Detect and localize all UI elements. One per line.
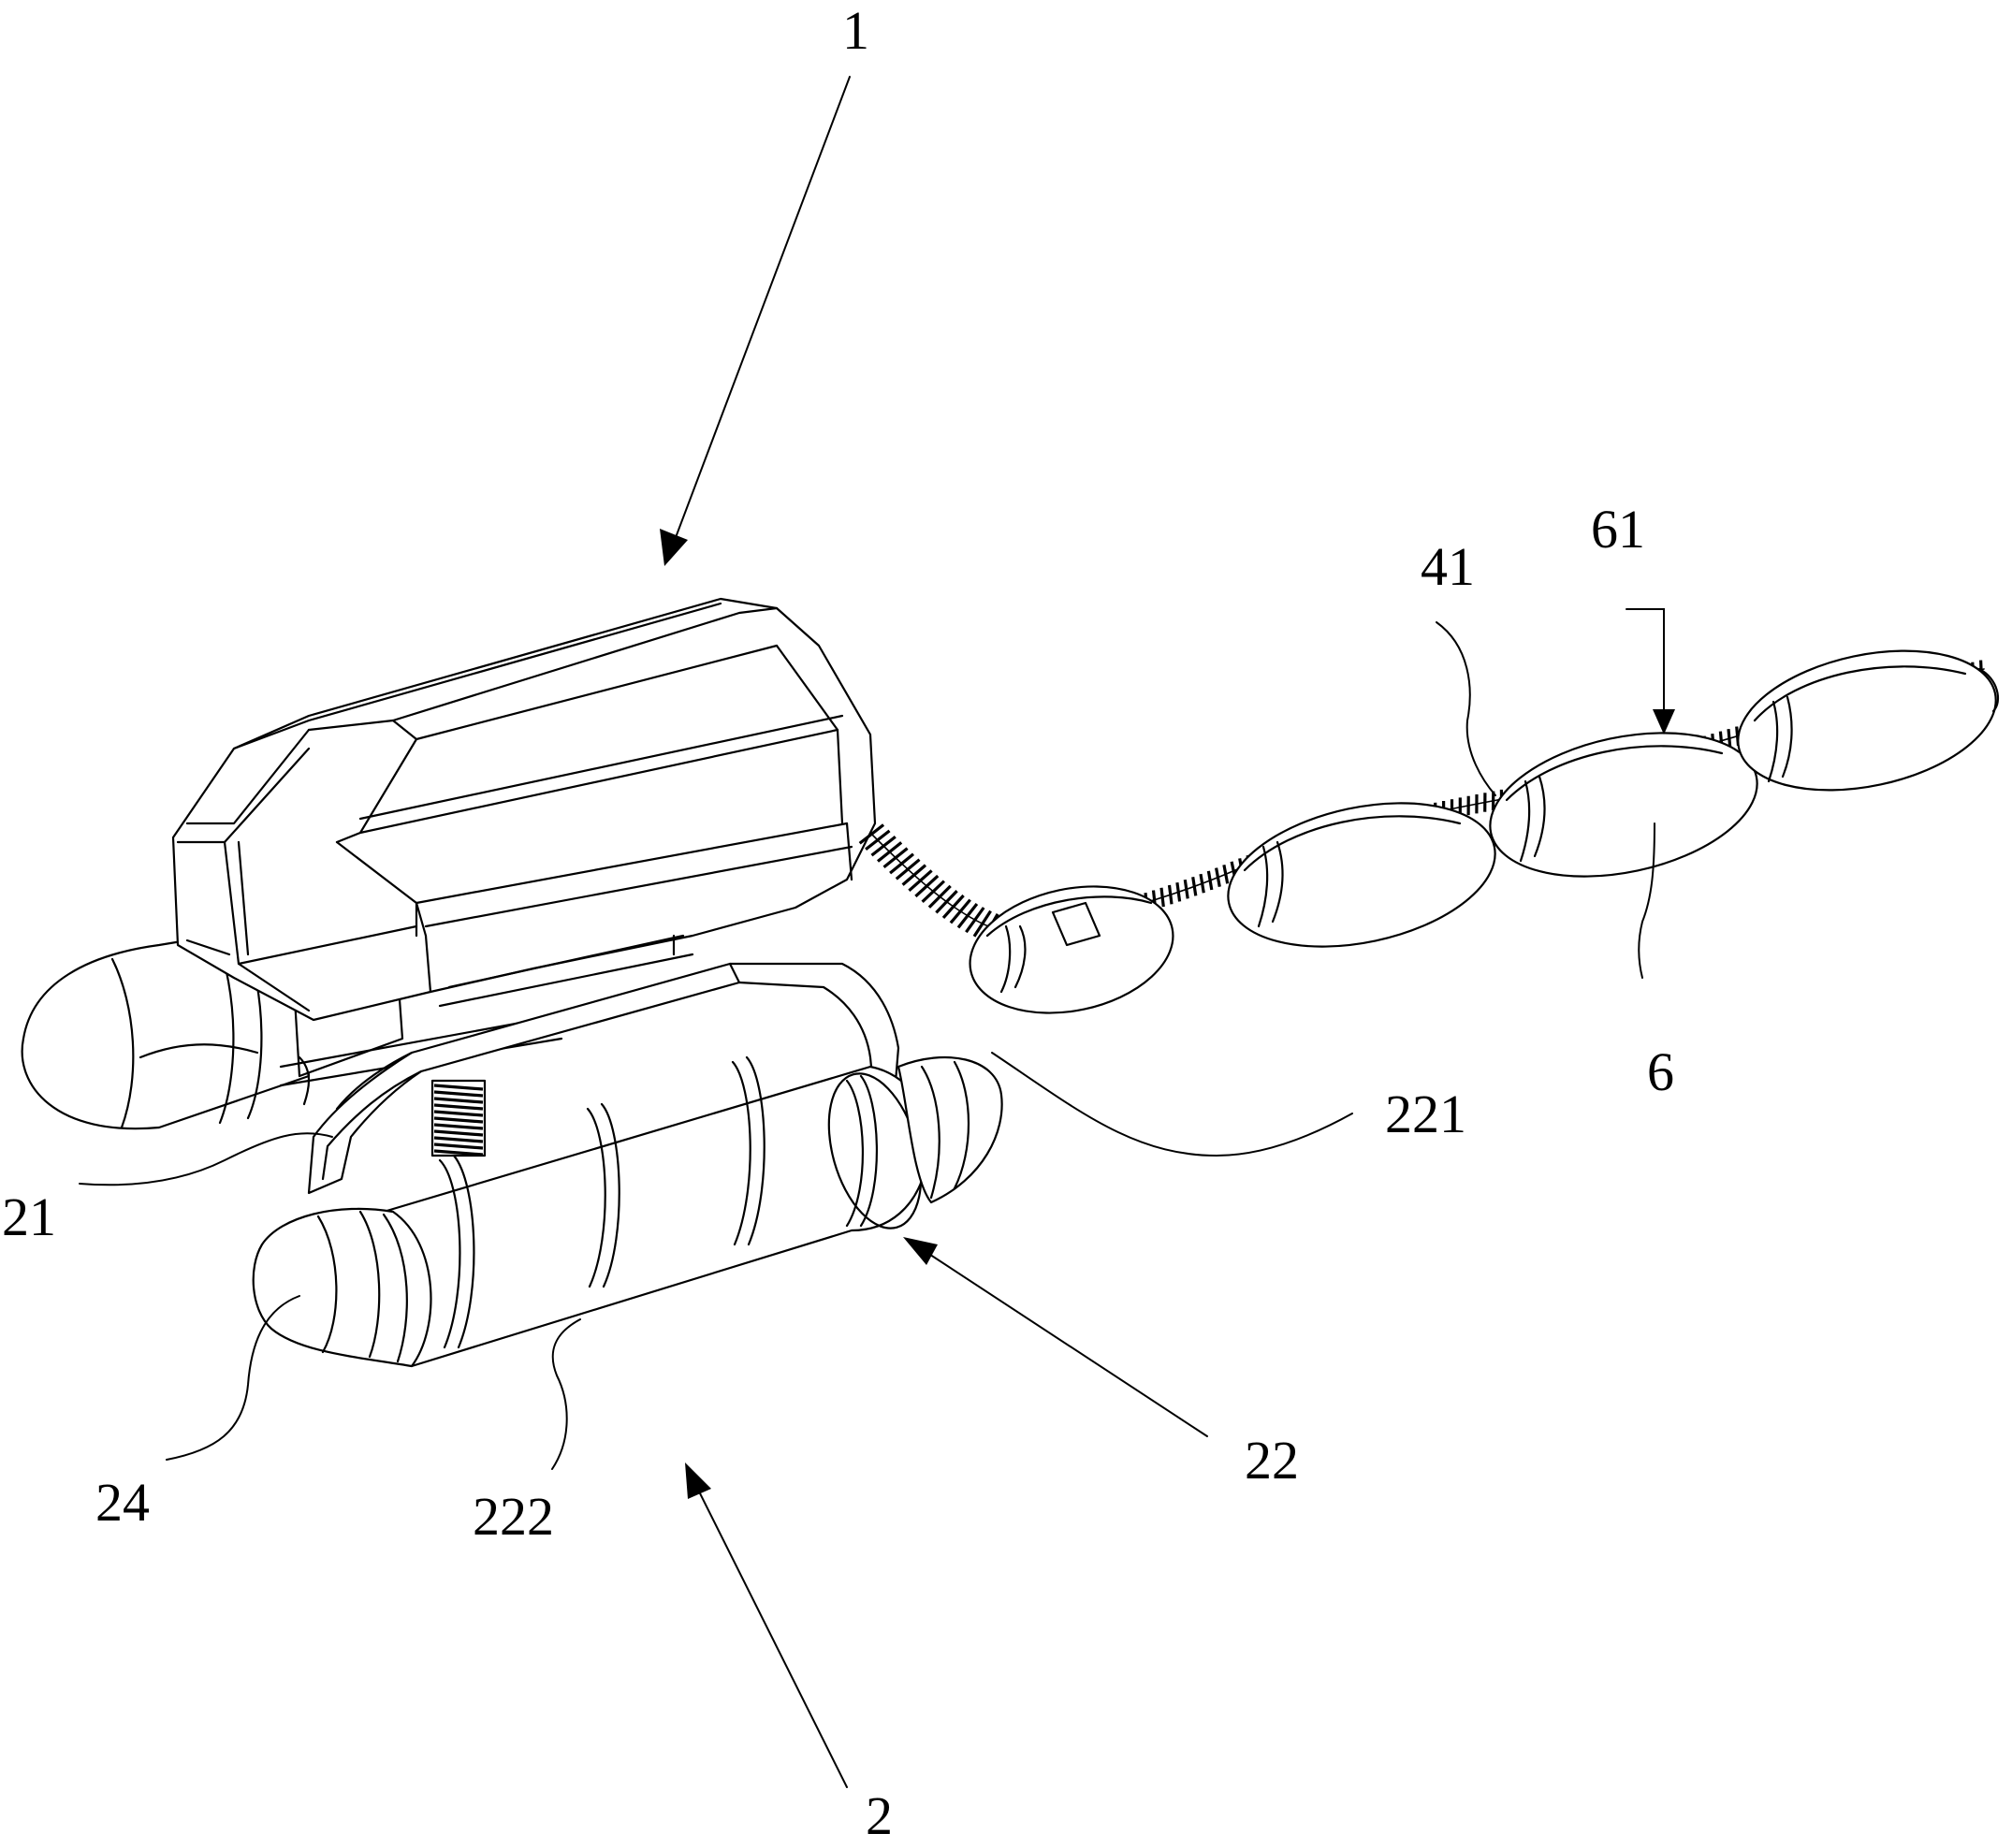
label-1: 1 xyxy=(842,0,869,61)
label-41: 41 xyxy=(1421,536,1475,597)
coil-turn xyxy=(972,909,992,938)
coil-turn xyxy=(1175,881,1182,902)
chain-pod-a xyxy=(969,885,1174,1014)
coil-turn xyxy=(956,903,979,929)
chain-pod-c xyxy=(1489,732,1758,878)
coil-turn xyxy=(927,884,952,909)
label-2: 2 xyxy=(866,1785,893,1846)
coil-turn xyxy=(877,841,903,863)
thread-turn xyxy=(433,1103,484,1111)
coil-turn xyxy=(1167,884,1174,905)
coil-turn xyxy=(870,835,897,857)
main-housing xyxy=(171,597,877,1022)
coil-turn xyxy=(865,829,891,851)
coil-turn xyxy=(1191,876,1198,896)
coil-turn xyxy=(941,894,965,919)
coil-turn xyxy=(1222,865,1230,884)
coil-turn xyxy=(935,889,958,914)
float-assembly xyxy=(252,962,1003,1368)
thread-turn xyxy=(433,1090,484,1098)
label-21: 21 xyxy=(2,1186,56,1247)
coil-turn xyxy=(1727,728,1732,749)
coil-turn xyxy=(895,858,921,880)
coil-turn xyxy=(901,864,927,886)
leaders xyxy=(79,76,1675,1788)
threaded-spring xyxy=(430,1079,487,1157)
coil-turn xyxy=(914,874,940,898)
thread-turn xyxy=(433,1097,484,1104)
chain-pod-b xyxy=(1227,802,1496,948)
coil-turn xyxy=(1159,887,1165,908)
label-6: 6 xyxy=(1647,1041,1674,1102)
coil-turn xyxy=(921,880,946,903)
thread-turn xyxy=(433,1142,484,1150)
coil-turn xyxy=(965,907,985,934)
coil-turn xyxy=(908,869,933,892)
thread-turn xyxy=(433,1136,484,1143)
coil-turn xyxy=(858,823,885,845)
coil-turn xyxy=(1206,870,1214,891)
thread-turn xyxy=(433,1116,484,1124)
coil-turn xyxy=(1183,879,1189,899)
thread-turn xyxy=(433,1149,484,1157)
coil-turn xyxy=(1199,873,1205,894)
thread-turn xyxy=(433,1084,484,1091)
coil-turn xyxy=(1215,867,1221,887)
chain-pod-d xyxy=(1737,649,2000,792)
coil-turn xyxy=(949,898,971,924)
chain-pods xyxy=(969,649,2000,1014)
label-24: 24 xyxy=(95,1472,150,1533)
thread-turn xyxy=(433,1123,484,1130)
labels: 1 2 6 21 22 24 41 61 221 222 xyxy=(2,0,1674,1846)
label-221: 221 xyxy=(1385,1084,1466,1144)
coil-turn xyxy=(882,847,909,869)
thread-turn xyxy=(433,1129,484,1137)
thread-turn xyxy=(433,1110,484,1117)
label-61: 61 xyxy=(1591,499,1645,560)
label-222: 222 xyxy=(473,1486,554,1547)
label-22: 22 xyxy=(1245,1430,1299,1491)
coil-turn xyxy=(889,852,915,875)
